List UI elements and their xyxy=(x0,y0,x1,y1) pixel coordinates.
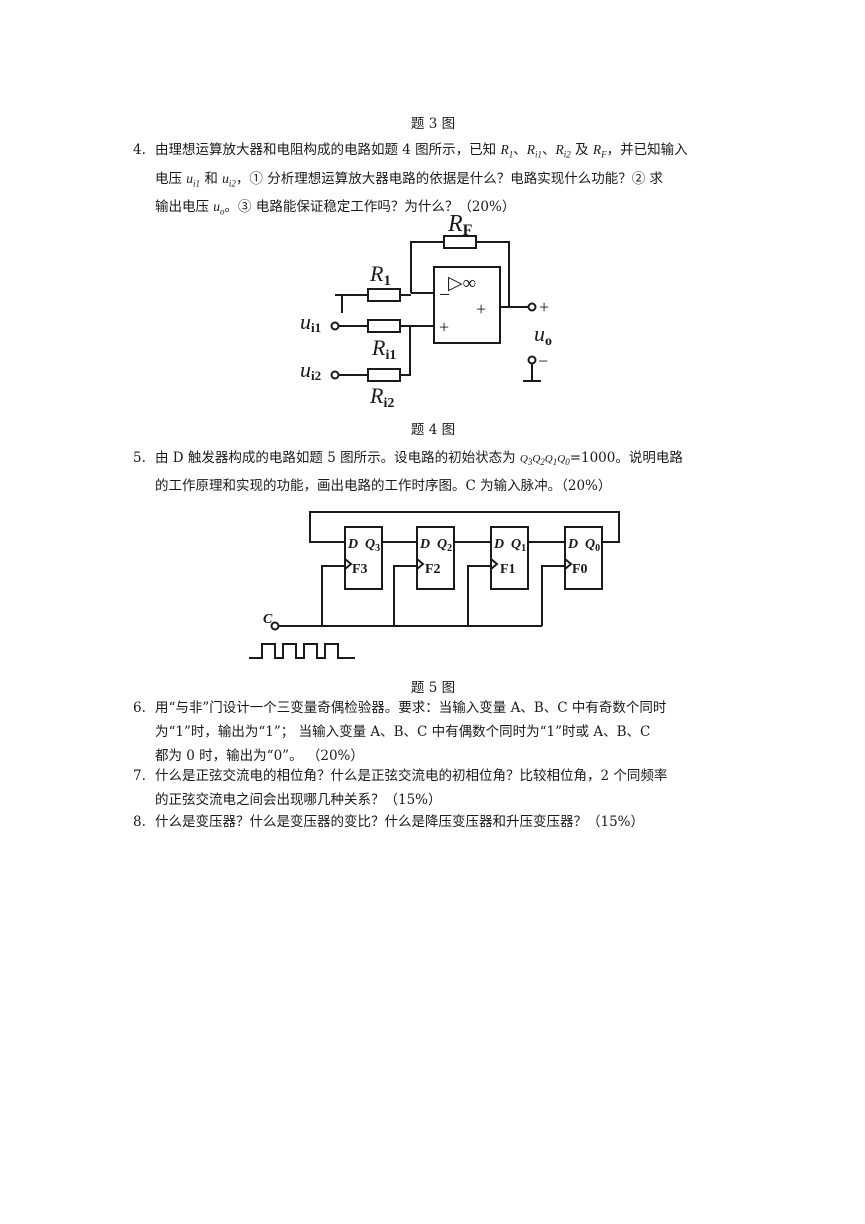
question-6-line-2: 为“1”时，输出为“1”； 当输入变量 A、B、C 中有偶数个同时为“1”时或 … xyxy=(155,724,651,740)
question-5: 5. 由 D 触发器构成的电路如题 5 图所示。设电路的初始状态为 Q3Q2Q1… xyxy=(133,446,753,498)
resistor-r1 xyxy=(367,288,401,302)
flipflop-f0-box xyxy=(564,526,603,590)
label-ui1: ui1 xyxy=(300,309,321,335)
feedback-wire xyxy=(410,241,444,293)
output-terminal-minus xyxy=(527,355,537,365)
question-7-line-2: 的正弦交流电之间会出现哪几种关系？（15%） xyxy=(155,792,442,808)
flipflop-f1-box xyxy=(490,526,529,590)
clock-input-terminal xyxy=(270,621,280,631)
f3-d-label: D xyxy=(347,537,358,552)
label-uo: uo xyxy=(534,321,552,349)
input-terminal-ui1 xyxy=(330,321,340,331)
question-4-line-1: 由理想运算放大器和电阻构成的电路如题 4 图所示，已知 R1、Ri1、Ri2 及… xyxy=(155,142,688,160)
label-ui2: ui2 xyxy=(300,357,321,383)
question-7: 7. 什么是正弦交流电的相位角？什么是正弦交流电的初相位角？比较相位角，2 个同… xyxy=(133,764,753,812)
flipflop-f2-box xyxy=(416,526,455,590)
question-4: 4. 由理想运算放大器和电阻构成的电路如题 4 图所示，已知 R1、Ri1、Ri… xyxy=(133,138,753,224)
output-plus-sign: + xyxy=(539,297,549,317)
resistor-ri2 xyxy=(367,368,401,382)
figure-3-caption: 题 3 图 xyxy=(410,116,456,132)
question-6-line-3: 都为 0 时，输出为“0”。 （20%） xyxy=(155,748,364,764)
ring-feedback-wire xyxy=(309,511,620,543)
f3-name: F3 xyxy=(352,562,368,577)
output-minus-sign: − xyxy=(538,351,548,371)
question-6-line-1: 用“与非”门设计一个三变量奇偶检验器。要求：当输入变量 A、B、C 中有奇数个同… xyxy=(155,700,667,716)
opamp-symbol: ▷∞ xyxy=(448,273,476,294)
f2-q-label: Q2 xyxy=(437,537,452,554)
f0-name: F0 xyxy=(572,562,588,577)
opamp-minus: − xyxy=(439,284,450,306)
opamp-body xyxy=(433,266,501,344)
opamp-plus-input: + xyxy=(439,317,449,337)
input-terminal-ui2 xyxy=(330,370,340,380)
output-terminal-plus xyxy=(527,302,537,312)
figure-4-caption: 题 4 图 xyxy=(410,422,456,438)
question-6: 6. 用“与非”门设计一个三变量奇偶检验器。要求：当输入变量 A、B、C 中有奇… xyxy=(133,696,753,768)
f1-name: F1 xyxy=(500,562,516,577)
question-4-line-3: 输出电压 uo。③ 电路能保证稳定工作吗？为什么？（20%） xyxy=(155,199,516,218)
question-number: 5. xyxy=(133,450,146,466)
f2-d-label: D xyxy=(419,537,430,552)
question-number: 8. xyxy=(133,814,146,830)
question-4-line-2: 电压 ui1 和 ui2，① 分析理想运算放大器电路的依据是什么？电路实现什么功… xyxy=(155,170,664,189)
label-rf: RF xyxy=(447,211,473,239)
opamp-plus-output: + xyxy=(476,299,486,319)
f3-q-label: Q3 xyxy=(365,537,380,554)
label-r1: R1 xyxy=(369,261,391,289)
question-8-line-1: 什么是变压器？什么是变压器的变比？什么是降压变压器和升压变压器？（15%） xyxy=(155,814,645,830)
question-number: 7. xyxy=(133,768,146,784)
figure-5-caption: 题 5 图 xyxy=(410,680,456,696)
f2-name: F2 xyxy=(425,562,441,577)
f0-q-label: Q0 xyxy=(585,537,600,554)
clock-pulse-train xyxy=(249,643,355,659)
f0-d-label: D xyxy=(567,537,578,552)
f1-q-label: Q1 xyxy=(511,537,526,554)
question-number: 6. xyxy=(133,700,146,716)
resistor-ri1 xyxy=(367,319,401,333)
question-5-line-1: 由 D 触发器构成的电路如题 5 图所示。设电路的初始状态为 Q3Q2Q1Q0=… xyxy=(155,450,683,468)
label-ri2: Ri2 xyxy=(369,383,394,411)
question-7-line-1: 什么是正弦交流电的相位角？什么是正弦交流电的初相位角？比较相位角，2 个同频率 xyxy=(155,768,668,784)
flipflop-f3-box xyxy=(344,526,383,590)
question-number: 4. xyxy=(133,142,146,158)
question-5-line-2: 的工作原理和实现的功能，画出电路的工作时序图。C 为输入脉冲。（20%） xyxy=(155,478,612,495)
question-8: 8. 什么是变压器？什么是变压器的变比？什么是降压变压器和升压变压器？（15%） xyxy=(133,810,753,834)
f1-d-label: D xyxy=(493,537,504,552)
figure-4-circuit: RF R1 Ri1 Ri2 ui1 ui2 uo ▷∞ − + + + − xyxy=(300,211,552,411)
figure-5-circuit: D Q3 F3 D Q2 F2 D Q1 F1 D Q0 F0 C xyxy=(249,511,620,659)
label-ri1: Ri1 xyxy=(371,335,396,363)
clock-label: C xyxy=(263,612,273,627)
